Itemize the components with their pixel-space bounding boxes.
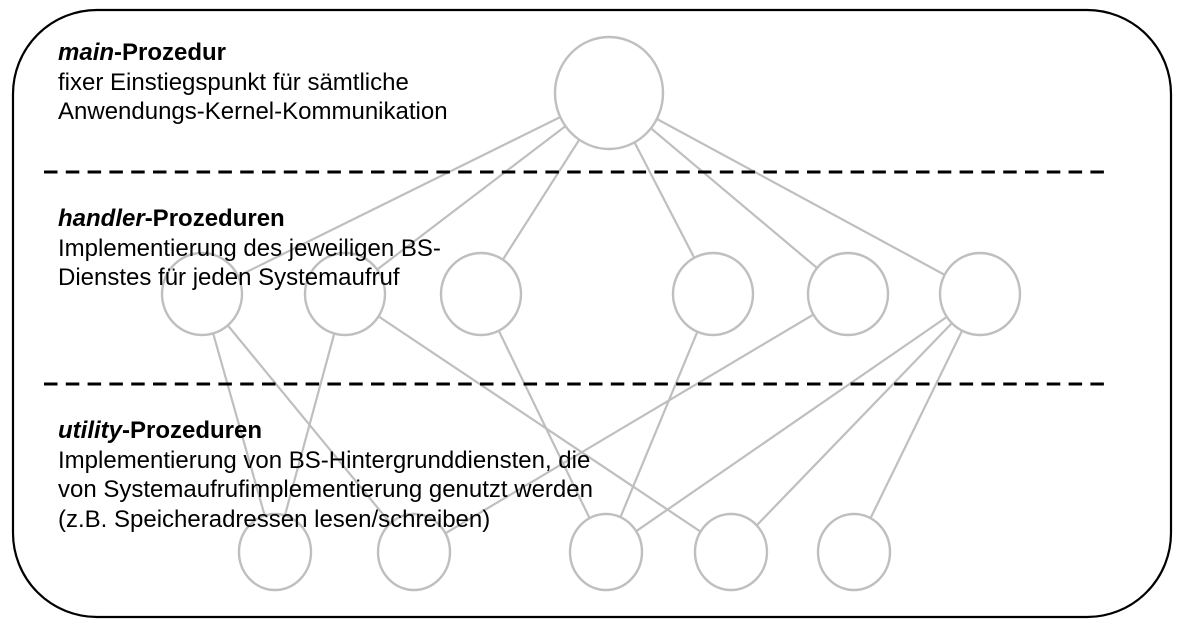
handler-procedures-title-suffix: -Prozeduren [144,205,285,232]
utility-procedure-node [693,512,769,592]
graph-edge-h4-u3 [604,293,715,553]
utility-procedure-node [816,512,892,592]
utility-procedures-desc-line: von Systemaufrufimplementierung genutzt … [58,476,593,503]
utility-procedure-node [568,512,644,592]
graph-edge-h1-u2 [201,293,415,553]
utility-procedures-title: utility-Prozeduren [58,416,593,446]
utility-procedures-title-keyword: utility [58,417,122,444]
handler-procedure-node [303,251,387,337]
graph-edge-h1-u1 [200,293,277,553]
handler-procedures-title-keyword: handler [58,205,145,232]
handler-procedure-node [806,251,890,337]
handler-procedure-node [671,251,755,337]
graph-edge-h2-u1 [273,293,347,553]
main-procedure-label: main-Prozedur fixer Einstiegspunkt für s… [58,38,448,127]
handler-procedure-node [439,251,523,337]
utility-procedures-title-suffix: -Prozeduren [122,417,263,444]
utility-procedure-node [376,512,452,592]
main-procedure-desc-line: fixer Einstiegspunkt für sämtliche [58,68,409,96]
utility-procedures-label: utility-Prozeduren Implementierung von B… [58,416,593,534]
handler-procedure-node [938,251,1022,337]
main-procedure-title-suffix: -Prozedur [114,39,227,66]
graph-edge-main-h6 [608,92,981,295]
utility-procedure-node [237,512,313,592]
handler-procedures-desc-line: Implementierung des jeweiligen BS- [58,234,441,262]
main-procedure-desc-line: Anwendungs-Kernel-Kommunikation [58,98,448,125]
utility-procedures-desc-line: (z.B. Speicheradressen lesen/schreiben) [58,505,491,533]
handler-procedure-node [160,251,244,337]
main-procedure-node [553,35,665,151]
graph-edge-h5-u2 [413,293,849,553]
handler-procedures-label: handler-Prozeduren Implementierung des j… [58,204,441,293]
graph-edge-h3-u3 [480,293,607,553]
main-procedure-title-keyword: main [58,39,115,66]
graph-edge-h6-u4 [730,293,981,553]
graph-edge-h6-u5 [853,293,981,553]
frame-border [11,8,1173,619]
graph-edge-h6-u3 [605,293,981,553]
handler-procedures-title: handler-Prozeduren [58,204,441,234]
handler-procedures-desc-line: Dienstes für jeden Systemaufruf [58,264,400,291]
main-procedure-title: main-Prozedur [58,38,448,68]
utility-procedures-desc-line: Implementierung von BS-Hintergrunddienst… [58,446,591,474]
graph-edge-main-h1 [201,92,610,295]
